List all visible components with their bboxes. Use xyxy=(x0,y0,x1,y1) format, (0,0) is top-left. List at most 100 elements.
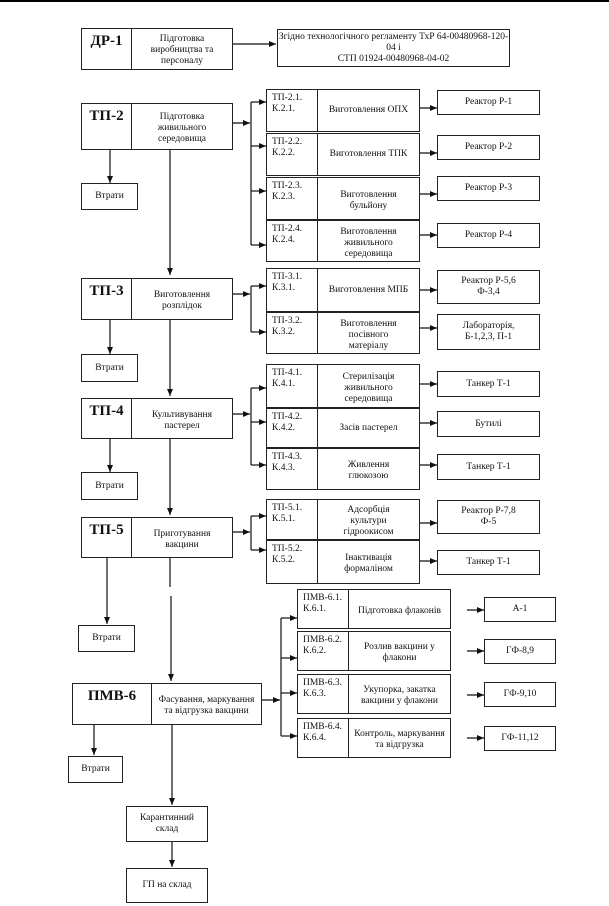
quarantine-line: Карантинний xyxy=(139,813,195,823)
substage-box: ТП-2.2.К.2.2.Виготовлення ТПК xyxy=(266,133,420,176)
substage-name-line: флакони xyxy=(382,653,417,663)
equipment-box: ГФ-11,12 xyxy=(484,726,556,751)
substage-code-line: ТП-4.1. xyxy=(272,368,303,378)
equipment-label: Танкер Т-1 xyxy=(466,378,511,389)
substage-code-line: ТП-3.1. xyxy=(272,272,303,282)
equipment-label: А-1 xyxy=(512,604,528,614)
loss-box: Втрати xyxy=(78,625,135,652)
substage-code: ТП-2.4.К.2.4. xyxy=(267,221,317,261)
substage-code-line: ТП-5.2. xyxy=(272,544,303,554)
substage-code-line: ПМВ-6.3. xyxy=(303,678,343,688)
substage-name-line: вакцини у флакони xyxy=(361,696,438,706)
substage-code-line: ТП-4.2. xyxy=(272,412,303,422)
loss-label: Втрати xyxy=(95,191,124,201)
substage-k-line: К.5.2. xyxy=(272,555,295,565)
substage-name-line: Стерилізація xyxy=(342,371,395,382)
regulation-line: Згідно технологічного регламенту ТхР 64-… xyxy=(278,31,509,53)
substage-code: ПМВ-6.1.К.6.1. xyxy=(298,590,348,628)
substage-name-line: Контроль, маркування xyxy=(354,729,445,739)
substage-name-line: середовища xyxy=(344,248,393,259)
substage-code-line: ТП-2.1. xyxy=(272,93,303,103)
substage-k-line: К.6.3. xyxy=(303,689,326,699)
regulation-box: Згідно технологічного регламенту ТхР 64-… xyxy=(277,29,510,67)
substage-name-line: гідроокисом xyxy=(343,527,394,537)
substage-name-line: Виготовлення МПБ xyxy=(328,284,409,295)
substage-name-line: Виготовлення xyxy=(340,226,397,237)
stage-code: ТП-4 xyxy=(89,403,124,419)
equipment-label: Реактор Р-7,8 xyxy=(461,506,516,516)
stage-name-line: Виготовлення xyxy=(153,290,211,300)
equipment-label: ГФ-8,9 xyxy=(505,646,535,656)
substage-name-line: Виготовлення ОПХ xyxy=(328,105,409,115)
equipment-label: Бутилі xyxy=(475,418,502,429)
substage-name: Засів пастерел xyxy=(317,409,419,447)
substage-code-line: ПМВ-6.1. xyxy=(303,593,343,603)
substage-name: Виготовлення МПБ xyxy=(317,269,419,311)
equipment-box: Реактор Р-1 xyxy=(437,90,540,115)
stage-name-line: Підготовка xyxy=(159,33,205,44)
substage-code: ТП-4.1.К.4.1. xyxy=(267,365,317,407)
final-label: ГП на склад xyxy=(142,880,192,890)
substage-code: ТП-5.1.К.5.1. xyxy=(267,500,317,539)
substage-name-line: Адсорбція xyxy=(347,505,390,515)
substage-k-line: К.4.3. xyxy=(272,463,295,473)
stage-code: ПМВ-6 xyxy=(87,688,137,704)
stage-name-line: живильного xyxy=(157,123,207,133)
substage-name-line: посівного xyxy=(348,329,389,340)
equipment-box: Танкер Т-1 xyxy=(437,454,540,480)
substage-k-line: К.4.1. xyxy=(272,379,295,389)
equipment-box: Реактор Р-4 xyxy=(437,223,540,248)
substage-name-line: Засів пастерел xyxy=(339,422,398,433)
substage-k-line: К.3.1. xyxy=(272,283,295,293)
substage-code-line: ТП-3.2. xyxy=(272,316,303,326)
substage-box: ТП-2.1.К.2.1.Виготовлення ОПХ xyxy=(266,89,420,132)
equipment-box: ГФ-9,10 xyxy=(484,682,556,707)
substage-name-line: та відгрузка xyxy=(375,740,424,750)
equipment-box: А-1 xyxy=(484,597,556,622)
equipment-label: Реактор Р-1 xyxy=(464,97,513,107)
stage-name-line: Культивування xyxy=(152,409,212,420)
substage-k-line: К.2.2. xyxy=(272,148,295,158)
equipment-box: Танкер Т-1 xyxy=(437,371,540,397)
stage-name-line: Фасування, маркування xyxy=(158,695,255,705)
substage-code: ТП-5.2.К.5.2. xyxy=(267,541,317,583)
loss-box: Втрати xyxy=(81,183,138,210)
equipment-label: Ф-3,4 xyxy=(477,287,500,297)
substage-k-line: К.4.2. xyxy=(272,423,295,433)
substage-name-line: культури xyxy=(350,516,387,526)
substage-code-line: ПМВ-6.2. xyxy=(303,635,343,645)
substage-name-line: Підготовка флаконів xyxy=(358,605,441,616)
stage-code: ТП-2 xyxy=(89,108,124,124)
substage-code: ТП-2.2.К.2.2. xyxy=(267,134,317,175)
equipment-label: Танкер Т-1 xyxy=(466,461,511,472)
equipment-label: Реактор Р-5,6 xyxy=(461,276,516,286)
equipment-box: Лабораторія,Б-1,2,3, П-1 xyxy=(437,314,540,350)
substage-k-line: К.3.2. xyxy=(272,327,295,337)
equipment-label: ГФ-9,10 xyxy=(503,689,537,699)
equipment-label: Б-1,2,3, П-1 xyxy=(464,332,513,342)
stage-code: ТП-3 xyxy=(89,283,124,299)
substage-k-line: К.6.1. xyxy=(303,604,326,614)
substage-name: Підготовка флаконів xyxy=(348,590,450,628)
stage-name-line: пастерел xyxy=(164,420,200,431)
substage-name-line: середовища xyxy=(344,393,393,404)
